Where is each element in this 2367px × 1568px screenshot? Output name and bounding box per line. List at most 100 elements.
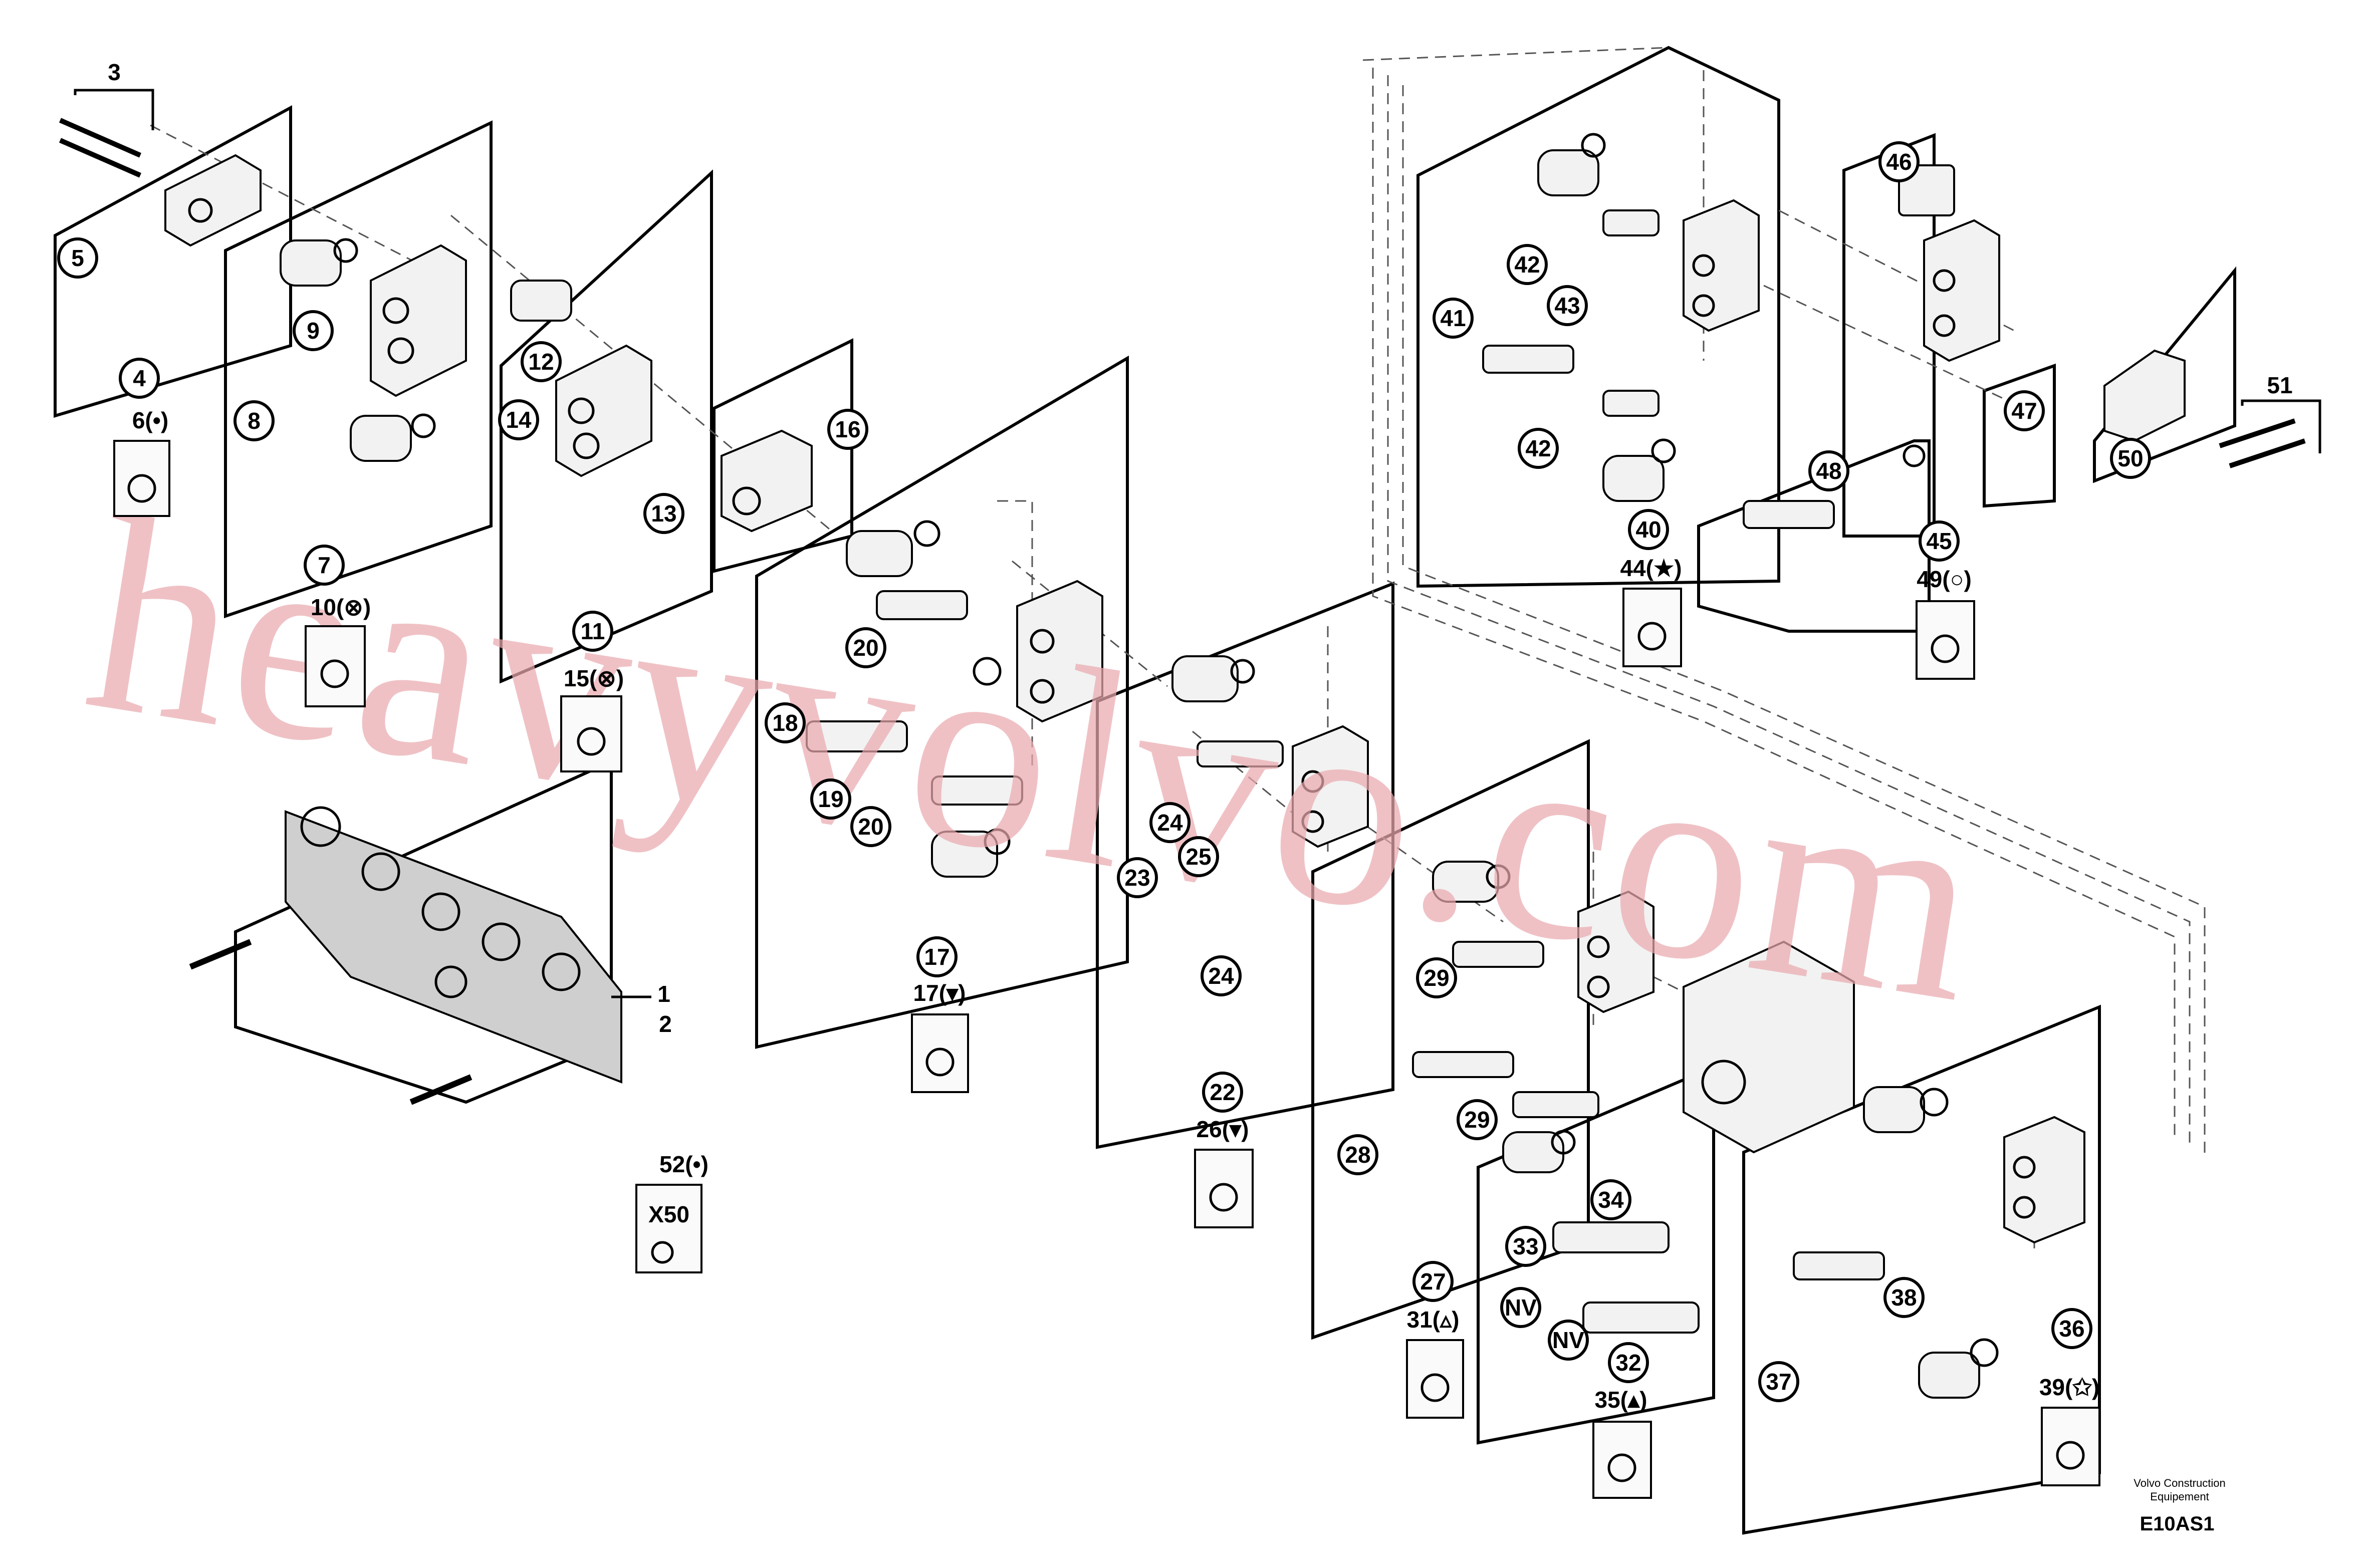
callout-37[interactable]: 37	[1758, 1361, 1799, 1402]
callout-label: 46	[1886, 149, 1912, 175]
callout-22[interactable]: 22	[1202, 1072, 1243, 1113]
callout-11[interactable]: 11	[572, 611, 613, 652]
callout-label: 18	[772, 710, 798, 736]
callout-25[interactable]: 25	[1178, 836, 1219, 877]
kit-bag-icon	[1916, 600, 1975, 680]
callout-label: 41	[1440, 305, 1466, 331]
callout-12[interactable]: 12	[521, 341, 562, 382]
leader-line	[2241, 399, 2321, 453]
label-text: 51	[2267, 372, 2292, 398]
callout-label: 45	[1926, 528, 1952, 554]
callout-9[interactable]: 9	[293, 310, 334, 351]
callout-label: 47	[2011, 398, 2037, 424]
callout-label: 7	[318, 552, 331, 578]
callout-32[interactable]: 32	[1608, 1342, 1649, 1383]
kit-bag-icon	[560, 695, 622, 772]
callout-36[interactable]: 36	[2051, 1308, 2092, 1349]
kit-label: 35(▴)	[1595, 1387, 1647, 1413]
callout-17[interactable]: 17	[916, 936, 958, 977]
seal-kit-49[interactable]: 49(○)	[1916, 566, 1975, 680]
callout-label: 42	[1514, 251, 1540, 278]
callout-23[interactable]: 23	[1117, 857, 1158, 898]
callout-5[interactable]: 5	[57, 237, 98, 279]
callout-13[interactable]: 13	[643, 493, 684, 534]
label-51[interactable]: 51	[2241, 372, 2321, 453]
seal-kit-31[interactable]: 31(▵)	[1406, 1306, 1464, 1419]
callout-47[interactable]: 47	[2004, 390, 2045, 431]
kit-label: 44(★)	[1620, 555, 1682, 581]
callout-48[interactable]: 48	[1808, 450, 1849, 491]
callout-45[interactable]: 45	[1919, 520, 1960, 562]
callout-4[interactable]: 4	[119, 358, 160, 399]
callout-16[interactable]: 16	[827, 409, 868, 450]
callout-20b[interactable]: 20	[850, 806, 891, 847]
kit-label: 15(⊗)	[564, 665, 624, 691]
label-text: 1	[657, 981, 670, 1007]
callout-label: 9	[307, 318, 320, 344]
callout-nv-b[interactable]: NV	[1548, 1320, 1589, 1361]
callout-42a[interactable]: 42	[1507, 244, 1548, 285]
callout-19[interactable]: 19	[810, 778, 851, 820]
seal-kit-17[interactable]: 17(▾)	[911, 980, 969, 1093]
seal-kit-52[interactable]: 52(•) X50	[635, 1151, 708, 1273]
callout-label: 20	[858, 814, 883, 840]
kit-label: 49(○)	[1917, 566, 1972, 592]
callout-label: 22	[1210, 1079, 1235, 1105]
seal-kit-26[interactable]: 26(▾)	[1194, 1116, 1254, 1228]
callout-8[interactable]: 8	[233, 400, 275, 441]
callout-41[interactable]: 41	[1433, 298, 1474, 339]
label-text: 2	[659, 1011, 672, 1037]
callout-33[interactable]: 33	[1505, 1226, 1546, 1267]
kit-bag-icon	[1194, 1149, 1254, 1228]
callout-43[interactable]: 43	[1547, 285, 1588, 326]
callout-label: 20	[853, 635, 878, 661]
callout-20a[interactable]: 20	[845, 627, 886, 668]
callout-29a[interactable]: 29	[1416, 957, 1457, 998]
callout-label: 24	[1208, 963, 1234, 989]
seal-kit-15[interactable]: 15(⊗)	[560, 665, 624, 772]
callout-50[interactable]: 50	[2110, 438, 2151, 479]
callout-label: 48	[1816, 458, 1841, 484]
publisher-line1: Volvo Construction	[2134, 1477, 2225, 1489]
callout-24a[interactable]: 24	[1149, 802, 1191, 843]
callout-46[interactable]: 46	[1878, 141, 1920, 182]
callout-label: 37	[1766, 1369, 1791, 1395]
callout-label: 23	[1124, 865, 1150, 891]
callout-28[interactable]: 28	[1337, 1134, 1378, 1175]
seal-kit-10[interactable]: 10(⊗)	[305, 594, 371, 707]
callout-label: 17	[924, 944, 950, 970]
leader-line	[74, 89, 154, 130]
callout-38[interactable]: 38	[1883, 1277, 1925, 1318]
callout-42b[interactable]: 42	[1518, 428, 1559, 469]
drawing-code: E10AS1	[2140, 1513, 2215, 1535]
callout-label: 29	[1424, 965, 1449, 991]
seal-kit-39[interactable]: 39(✩)	[2039, 1374, 2100, 1486]
callout-7[interactable]: 7	[304, 545, 345, 586]
callout-label: 38	[1891, 1284, 1917, 1311]
label-3[interactable]: 3	[74, 59, 154, 130]
seal-kit-44[interactable]: 44(★)	[1620, 555, 1682, 667]
callout-27[interactable]: 27	[1412, 1261, 1454, 1302]
kit-label: 31(▵)	[1407, 1306, 1460, 1333]
publisher-block: Volvo Construction Equipement E10AS1	[2134, 1477, 2225, 1535]
label-1[interactable]: 1	[611, 981, 670, 1007]
callout-14[interactable]: 14	[498, 399, 539, 440]
kit-bag-icon	[1406, 1339, 1464, 1419]
callout-nv-a[interactable]: NV	[1500, 1287, 1541, 1328]
callout-label: 43	[1554, 293, 1580, 319]
callout-label: 25	[1186, 844, 1211, 870]
callout-24b[interactable]: 24	[1201, 955, 1242, 996]
callout-label: 24	[1157, 810, 1183, 836]
callout-29b[interactable]: 29	[1457, 1099, 1498, 1140]
seal-kit-35[interactable]: 35(▴)	[1592, 1387, 1652, 1499]
kit-bag-icon	[911, 1013, 969, 1093]
seal-kit-6[interactable]: 6(•)	[113, 407, 170, 517]
callout-40[interactable]: 40	[1628, 509, 1669, 550]
label-2[interactable]: 2	[659, 1011, 672, 1037]
kit-qty: X50	[648, 1201, 689, 1227]
kit-label: 10(⊗)	[311, 594, 371, 620]
callout-18[interactable]: 18	[765, 702, 806, 743]
callout-label: 16	[835, 416, 860, 442]
callout-34[interactable]: 34	[1590, 1179, 1631, 1220]
